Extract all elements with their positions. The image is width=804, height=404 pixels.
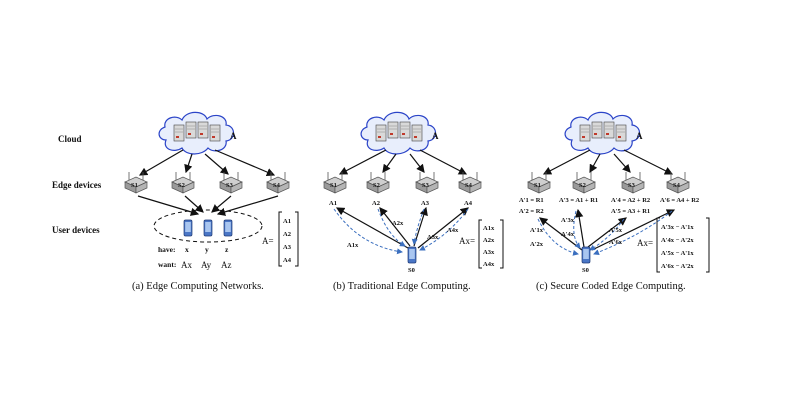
server-label: S4	[673, 182, 681, 189]
want-item: Ax	[181, 260, 192, 270]
cloud-label: A	[432, 131, 439, 141]
want-label: want:	[158, 260, 176, 269]
result-row: A4x	[483, 261, 495, 268]
matrix-lhs: A=	[262, 236, 274, 246]
result-lhs: Ax=	[459, 236, 475, 246]
server-label: S3	[226, 182, 234, 189]
server-label: S2	[579, 182, 586, 189]
caption-c: (c) Secure Coded Edge Computing.	[536, 281, 686, 292]
server-label: S2	[178, 182, 185, 189]
caption-b: (b) Traditional Edge Computing.	[333, 281, 471, 292]
user-label: S0	[408, 267, 415, 274]
cloud-label: A	[636, 131, 643, 141]
phone-icon	[223, 219, 233, 237]
return-label: A'1x	[530, 227, 544, 234]
return-label: A4x	[447, 227, 459, 234]
server-label: S4	[273, 182, 281, 189]
panel-b: A S1 S2 S3 S4 A1 A2 A3 A4 A1x A2x A3x A4…	[323, 111, 504, 292]
server-data: A2	[372, 200, 380, 207]
server-data: A'6 = A4 + R2	[660, 197, 699, 204]
row-label-cloud: Cloud	[58, 134, 82, 144]
have-label: have:	[158, 245, 176, 254]
row-label-user: User devices	[52, 225, 100, 235]
return-label: A'3x	[561, 217, 575, 224]
return-label: A'5x	[609, 227, 623, 234]
server-data: A'3 = A1 + R1	[559, 197, 598, 204]
panel-c: A S1 S2 S3 S4 A'1 = R1 A'2 = R2 A'3 = A1…	[519, 111, 710, 292]
return-label: A3x	[427, 234, 439, 241]
result-row: A2x	[483, 237, 495, 244]
result-row: A3x	[483, 249, 495, 256]
matrix-row: A1	[283, 218, 291, 225]
phone-icon	[581, 246, 591, 264]
user-name: z	[225, 245, 229, 254]
matrix-row: A4	[283, 257, 292, 264]
return-label: A1x	[347, 242, 359, 249]
result-row: A'6x − A'2x	[661, 263, 694, 270]
result-row: A'4x − A'2x	[661, 237, 694, 244]
return-label: A'6x	[609, 239, 623, 246]
return-label: A2x	[392, 220, 404, 227]
row-label-edge: Edge devices	[52, 180, 102, 190]
server-data: A3	[421, 200, 430, 207]
want-item: Az	[221, 260, 232, 270]
server-label: S1	[131, 182, 138, 189]
result-row: A'5x − A'1x	[661, 250, 694, 257]
user-name: x	[185, 245, 189, 254]
result-lhs: Ax=	[637, 238, 653, 248]
result-row: A1x	[483, 225, 495, 232]
cloud-icon	[564, 111, 641, 155]
server-data: A'2 = R2	[519, 208, 544, 215]
user-label: S0	[582, 267, 589, 274]
server-label: S2	[373, 182, 380, 189]
server-label: S1	[534, 182, 541, 189]
want-item: Ay	[201, 260, 212, 270]
server-data: A4	[464, 200, 473, 207]
result-row: A'3x − A'1x	[661, 224, 694, 231]
cloud-icon	[360, 111, 437, 155]
server-label: S4	[465, 182, 473, 189]
caption-a: (a) Edge Computing Networks.	[132, 281, 264, 292]
phone-icon	[183, 219, 193, 237]
server-data: A'5 = A3 + R1	[611, 208, 650, 215]
server-label: S3	[422, 182, 430, 189]
cloud-label: A	[230, 131, 237, 141]
phone-icon	[203, 219, 213, 237]
server-data: A'4 = A2 + R2	[611, 197, 650, 204]
phone-icon	[407, 246, 417, 264]
server-label: S3	[628, 182, 636, 189]
return-label: A'2x	[530, 241, 544, 248]
server-data: A'1 = R1	[519, 197, 544, 204]
return-label: A'4x	[561, 231, 575, 238]
server-label: S1	[330, 182, 337, 189]
cloud-icon	[158, 111, 235, 155]
user-name: y	[205, 245, 209, 254]
server-data: A1	[329, 200, 337, 207]
matrix-row: A3	[283, 244, 292, 251]
panel-a: A S1 S2 S3 S4 have: x y z want: Ax Ay Az…	[124, 111, 299, 292]
matrix-row: A2	[283, 231, 291, 238]
